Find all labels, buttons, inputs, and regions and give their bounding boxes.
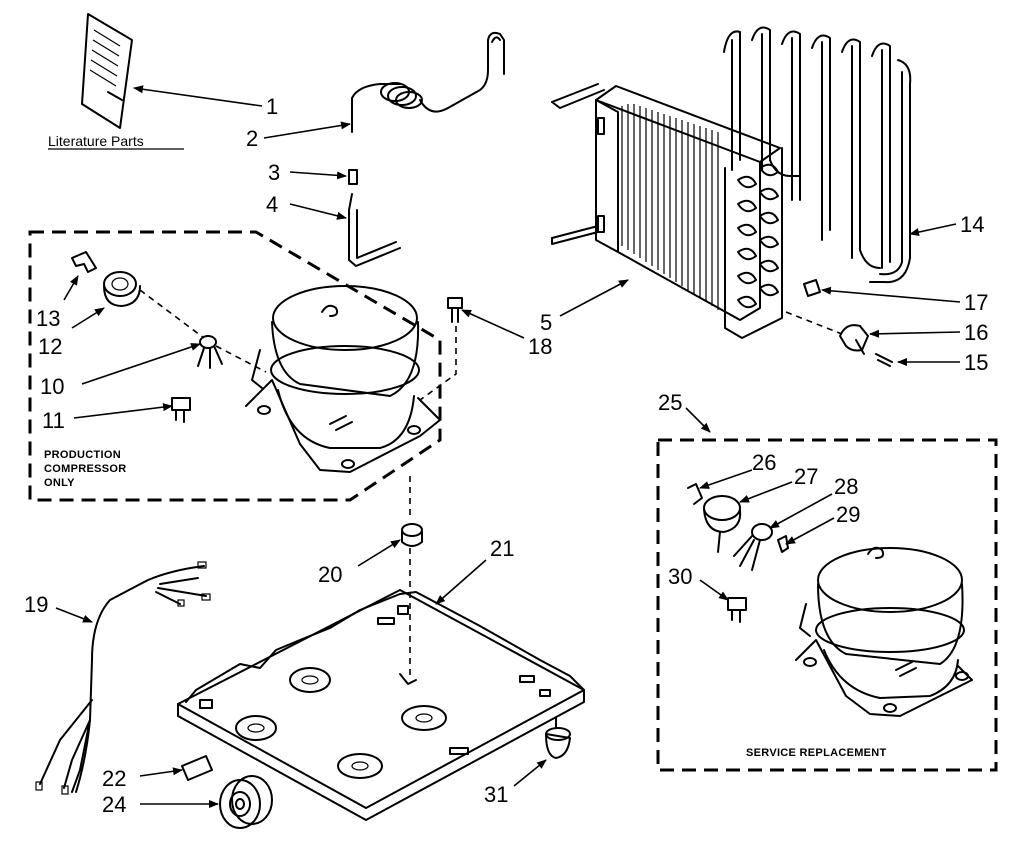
callout-22: 22 (102, 766, 126, 791)
callout-19: 19 (24, 592, 48, 617)
terminal-30[interactable] (727, 597, 747, 623)
production-note-line-1: PRODUCTION (44, 449, 121, 461)
capillary-tube[interactable] (351, 31, 505, 133)
callout-3: 3 (268, 160, 280, 185)
callout-4: 4 (266, 192, 278, 217)
relay-cover-12[interactable] (103, 271, 141, 307)
relay-clip-26[interactable] (687, 483, 703, 505)
production-compressor[interactable] (245, 285, 441, 473)
clip-29[interactable] (777, 535, 789, 553)
callout-18: 18 (528, 334, 552, 359)
caster-31[interactable] (545, 717, 571, 759)
base-plate[interactable] (177, 589, 585, 821)
grommet-20[interactable] (401, 523, 423, 547)
relay-clip-13[interactable] (71, 251, 97, 273)
service-replacement-label: SERVICE REPLACEMENT (746, 747, 887, 759)
callout-13: 13 (36, 306, 60, 331)
service-compressor[interactable] (795, 546, 973, 717)
overload-28[interactable] (733, 523, 773, 571)
production-note-line-2: COMPRESSOR (44, 463, 126, 475)
callout-29: 29 (836, 502, 860, 527)
mount-16[interactable] (839, 324, 869, 355)
tube-connector[interactable] (348, 169, 358, 185)
callout-numbers: 1 2 3 4 5 14 17 16 15 18 13 12 10 11 19 … (24, 94, 988, 817)
condenser[interactable] (551, 83, 783, 339)
production-compressor-box (28, 230, 442, 502)
callout-21: 21 (490, 536, 514, 561)
callout-14: 14 (960, 212, 984, 237)
relay-cover-27[interactable] (703, 495, 742, 553)
literature-parts[interactable]: Literature Parts (48, 13, 184, 150)
condenser-coil[interactable] (723, 26, 912, 284)
callout-25: 25 (658, 390, 682, 415)
screw-15[interactable] (875, 353, 893, 367)
callout-15: 15 (964, 350, 988, 375)
callout-10: 10 (40, 374, 64, 399)
callout-17: 17 (964, 290, 988, 315)
callout-11: 11 (42, 408, 65, 433)
callout-20: 20 (318, 562, 342, 587)
callout-30: 30 (668, 564, 692, 589)
callout-1: 1 (266, 94, 278, 119)
wheel-24[interactable] (219, 775, 273, 829)
callout-24: 24 (102, 792, 126, 817)
bolt-18[interactable] (447, 297, 463, 323)
overload-10[interactable] (197, 335, 223, 369)
drier-tube[interactable] (348, 193, 401, 267)
callout-5: 5 (540, 310, 552, 335)
callout-2: 2 (246, 126, 258, 151)
terminal-11[interactable] (171, 397, 191, 423)
callout-16: 16 (964, 320, 988, 345)
leader-lines (55, 85, 961, 808)
callout-26: 26 (752, 450, 776, 475)
literature-parts-label: Literature Parts (48, 133, 144, 149)
clip-17[interactable] (803, 279, 821, 297)
callout-31: 31 (484, 782, 508, 807)
callout-12: 12 (38, 334, 62, 359)
service-replacement-box (656, 438, 998, 772)
callout-27: 27 (794, 464, 818, 489)
production-note-line-3: ONLY (44, 477, 75, 489)
wiring-harness-19[interactable] (35, 561, 211, 795)
production-compressor-note: PRODUCTION COMPRESSOR ONLY (44, 449, 126, 489)
callout-28: 28 (834, 474, 858, 499)
roller-axle-22[interactable] (181, 755, 213, 781)
